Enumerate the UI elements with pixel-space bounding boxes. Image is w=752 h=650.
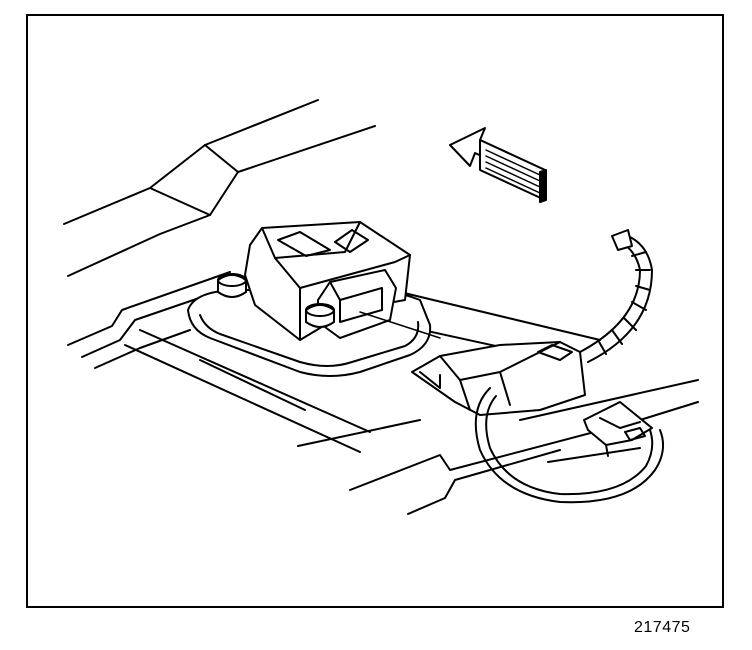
forward-arrow-icon	[450, 128, 546, 202]
harness-connector	[412, 342, 585, 415]
figure-number: 217475	[634, 619, 691, 636]
upper-panel	[64, 100, 375, 276]
wiring-harness	[476, 230, 663, 502]
floor-pan	[68, 268, 698, 514]
terminal-clip	[584, 402, 652, 456]
sensing-module	[188, 222, 440, 376]
